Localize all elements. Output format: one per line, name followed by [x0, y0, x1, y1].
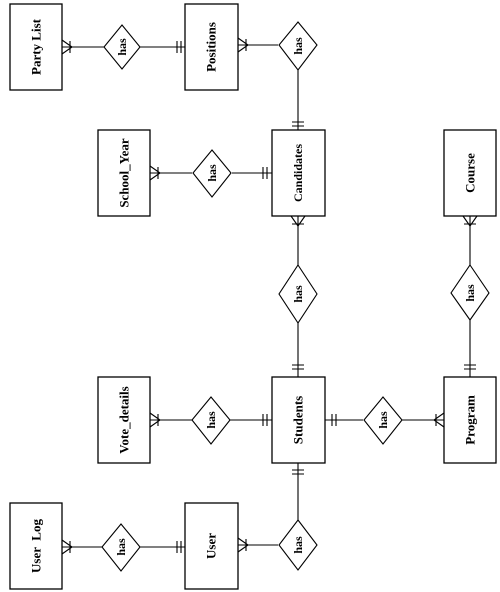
entity-vote-details: Vote_details [97, 376, 151, 464]
relationship-partylist-positions: has [103, 24, 141, 70]
cardinality-markers [61, 37, 478, 555]
relationship-label: has [291, 37, 305, 55]
entity-label: Students [291, 396, 306, 444]
relationship-students-program: has [363, 396, 403, 445]
relationship-label: has [291, 285, 305, 303]
relationship-schoolyear-candidates: has [192, 149, 232, 198]
relationship-userlog-user: has [101, 523, 141, 572]
entity-label: Vote_details [117, 386, 132, 453]
relationship-label: has [463, 284, 477, 302]
relationship-candidates-students: has [278, 263, 318, 325]
entity-school-year: School_Year [97, 129, 151, 217]
connectors [62, 44, 471, 548]
relationship-label: has [115, 38, 129, 56]
entity-label: User [204, 533, 219, 559]
relationship-course-program: has [450, 264, 490, 321]
relationship-label: has [291, 536, 305, 554]
entity-party-list: Party List [9, 3, 63, 91]
entity-label: Positions [204, 22, 219, 72]
relationship-label: has [376, 411, 390, 429]
entity-label: Party List [29, 18, 44, 75]
entity-students: Students [271, 376, 326, 464]
relationship-user-students: has [278, 519, 318, 571]
entity-candidates: Candidates [271, 129, 326, 217]
relationship-label: has [205, 164, 219, 182]
entity-label: School_Year [117, 138, 132, 208]
entity-user-log: User Log [9, 502, 63, 590]
entity-label: User Log [29, 519, 44, 573]
relationship-votedetails-students: has [191, 396, 231, 445]
entity-label: Course [463, 153, 478, 193]
relationship-positions-candidates: has [278, 21, 318, 71]
relationship-label: has [204, 411, 218, 429]
entity-user: User [184, 502, 239, 590]
entity-positions: Positions [184, 3, 239, 91]
relationship-label: has [114, 538, 128, 556]
entity-label: Candidates [291, 144, 305, 202]
entity-program: Program [443, 376, 497, 464]
entity-label: Program [463, 395, 478, 445]
entity-course: Course [443, 129, 497, 217]
